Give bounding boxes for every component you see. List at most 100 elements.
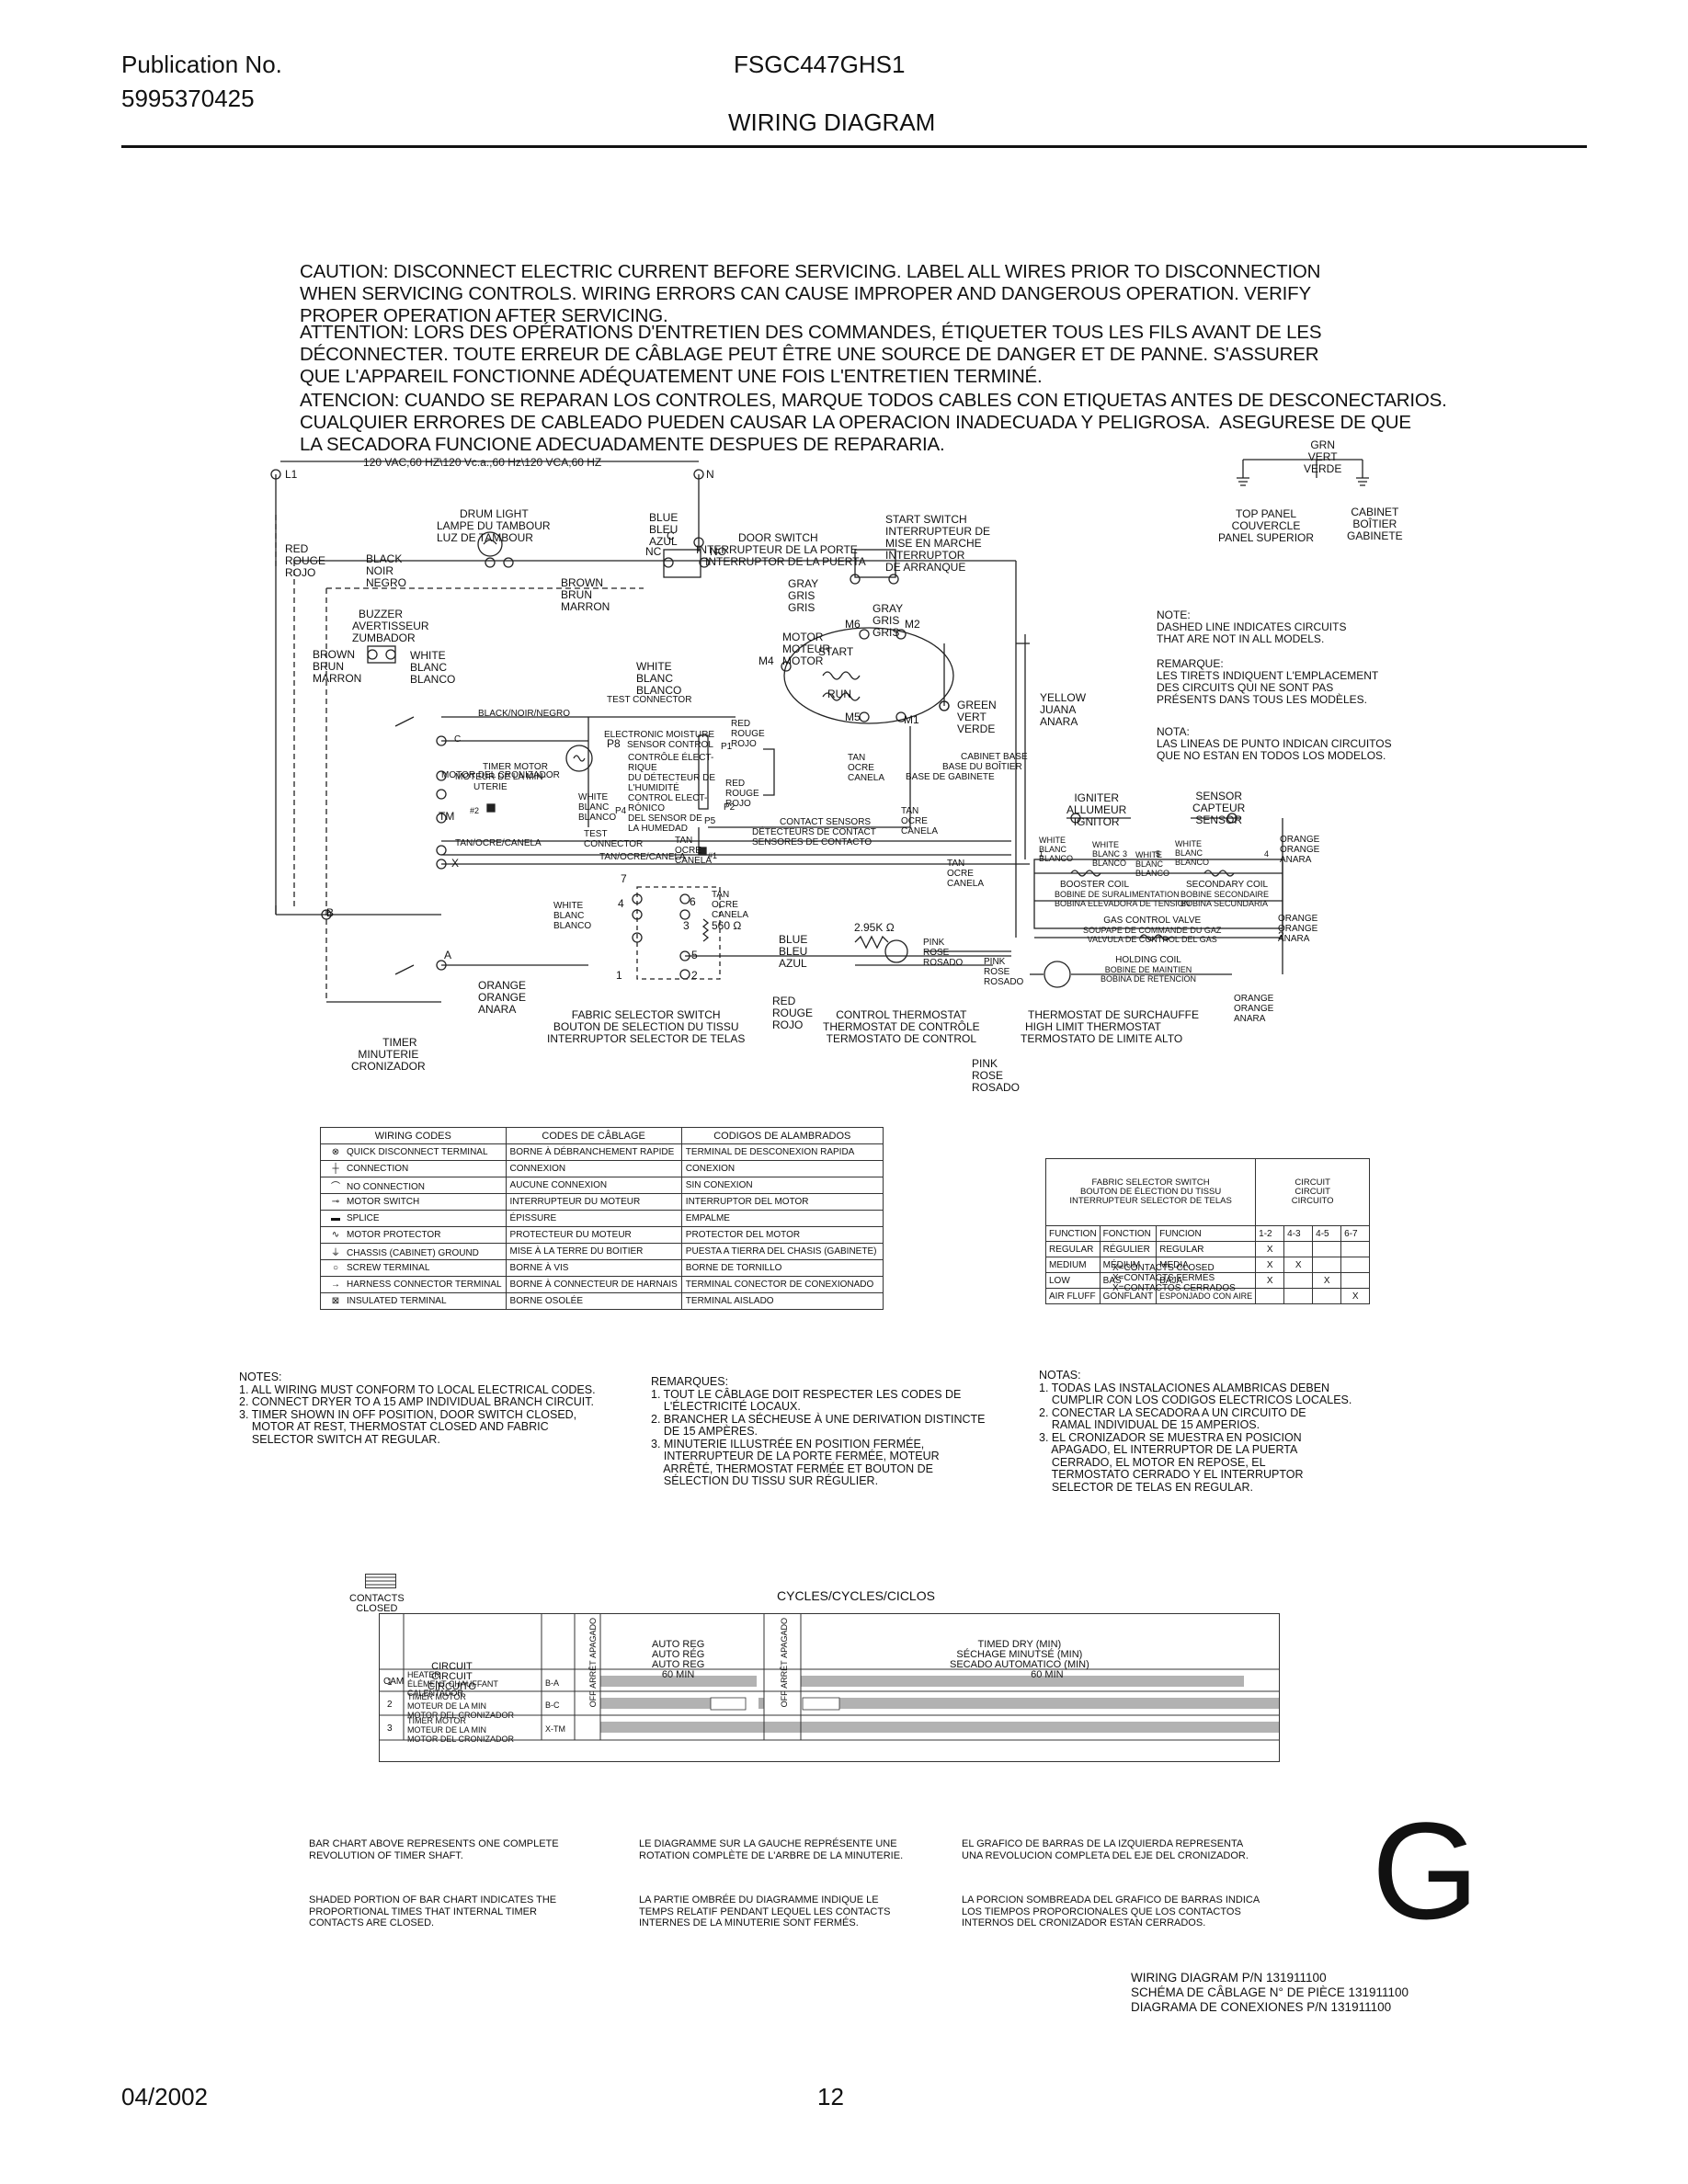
code-en: INSULATED TERMINAL — [347, 1296, 447, 1306]
note-line: CUMPLIR CON LOS CODIGOS ELECTRICOS LOCAL… — [1039, 1393, 1352, 1406]
p2-label: P2 — [724, 802, 736, 813]
note-line: APAGADO, EL INTERRUPTOR DE LA PUERTA — [1039, 1443, 1298, 1456]
p1-label: P1 — [721, 742, 733, 752]
page-number: 12 — [817, 2083, 844, 2110]
black-wire-ems-label: BLACK/NOIR/NEGRO — [478, 709, 571, 719]
code-es: PUESTA A TIERRA DEL CHASIS (GABINETE) — [680, 1243, 884, 1260]
caution-fr: ATTENTION: LORS DES OPÉRATIONS D'ENTRETI… — [300, 322, 1322, 387]
notes-en: NOTES:1. ALL WIRING MUST CONFORM TO LOCA… — [239, 1371, 596, 1446]
fabric-cell — [1312, 1241, 1342, 1257]
sw-terminal-7: 7 — [621, 872, 627, 885]
p5-label: P5 — [704, 816, 716, 826]
code-fr: BORNE OSOLÉE — [505, 1292, 682, 1310]
fabric-cell — [1340, 1241, 1371, 1257]
cam-name-line: CALENTADOR — [407, 1689, 463, 1698]
open-contact-gap — [710, 1697, 747, 1711]
note-line: 2. BRANCHER LA SÉCHEUSE À UNE DERIVATION… — [651, 1412, 986, 1426]
off-header-2: OFF ARRÊT APAGADO — [780, 1618, 789, 1708]
door-nc-label: NC — [645, 545, 662, 558]
fabric-cell: ESPONJADO CON AIRE — [1156, 1288, 1257, 1304]
contacts-closed-swatch — [357, 1557, 396, 1588]
fabric-cell — [1255, 1288, 1285, 1304]
b-label: B — [326, 906, 335, 919]
fabric-cell: X — [1340, 1288, 1371, 1304]
fabric-col-head: 6-7 — [1340, 1225, 1371, 1242]
note-line: 1. ALL WIRING MUST CONFORM TO LOCAL ELEC… — [239, 1382, 596, 1396]
cam-number: 1 — [387, 1678, 393, 1688]
code-fr: INTERRUPTEUR DU MOTEUR — [505, 1193, 682, 1211]
fabric-cell: LOW — [1045, 1272, 1101, 1289]
supply-label: 120 VAC,60 HZ\120 Vc.a.,60 Hz\120 VCA,60… — [363, 456, 602, 469]
fabric-col-head: 1-2 — [1255, 1225, 1285, 1242]
note-line: NOTAS: — [1039, 1369, 1081, 1382]
codes-header-fr: CODES DE CÂBLAGE — [505, 1127, 682, 1144]
cam-number: 2 — [387, 1700, 393, 1710]
fabric-cell — [1283, 1288, 1314, 1304]
code-es: PROTECTOR DEL MOTOR — [680, 1226, 884, 1244]
code-es: INTERRUPTOR DEL MOTOR — [680, 1193, 884, 1211]
note-line: MOTOR AT REST, THERMOSTAT CLOSED AND FAB… — [239, 1420, 549, 1433]
l1-label: L1 — [285, 468, 298, 481]
m1-label: M1 — [904, 713, 919, 726]
code-en: HARNESS CONNECTOR TERMINAL — [347, 1280, 502, 1290]
off-header-1: OFF ARRÊT APAGADO — [588, 1618, 598, 1708]
open-contact-gap — [802, 1697, 840, 1711]
ign-terminal-1: 1 — [1039, 849, 1044, 859]
hash1-label: #1 — [708, 851, 718, 860]
fabric-col-head: 4-5 — [1312, 1225, 1342, 1242]
code-fr: PROTECTEUR DU MOTEUR — [505, 1226, 682, 1244]
p8-label: P8 — [607, 737, 621, 750]
quick-disconnect-icon: ⊗ — [331, 1147, 340, 1157]
cam-number: 3 — [387, 1723, 393, 1734]
fabric-col-head: 4-3 — [1283, 1225, 1314, 1242]
notes-es: NOTAS:1. TODAS LAS INSTALACIONES ALAMBRI… — [1039, 1369, 1352, 1494]
fabric-cell: X — [1255, 1272, 1285, 1289]
insulated-terminal-icon: ⊠ — [331, 1296, 340, 1306]
note-line: NOTES: — [239, 1371, 282, 1383]
cam-name-line: MOTEUR DE LA MIN — [407, 1701, 487, 1711]
harness-connector-icon: → — [331, 1280, 340, 1290]
resistor-560-label: 560 Ω — [712, 919, 742, 932]
cam-name-line: MOTEUR DE LA MIN — [407, 1725, 487, 1735]
publication-label: Publication No. — [121, 51, 282, 78]
code-en: CHASSIS (CABINET) GROUND — [347, 1248, 479, 1258]
code-fr: MISE À LA TERRE DU BOITIER — [505, 1243, 682, 1260]
code-es: TERMINAL CONECTOR DE CONEXIONADO — [680, 1276, 884, 1293]
fabric-cell: X — [1312, 1272, 1342, 1289]
fabric-cell: AIR FLUFF — [1045, 1288, 1101, 1304]
code-en: MOTOR PROTECTOR — [347, 1230, 441, 1240]
